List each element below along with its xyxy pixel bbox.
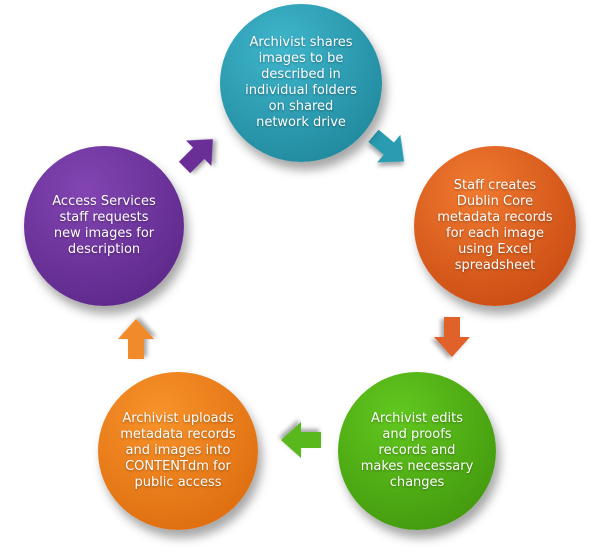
step-request-images: Access Services staff requests new image… <box>24 146 184 306</box>
arrow-request-to-share <box>178 139 213 174</box>
step-edit-records-text: Archivist edits and proofs records and m… <box>360 411 474 490</box>
arrow-create-to-edit <box>434 317 470 357</box>
step-upload-records: Archivist uploads metadata records and i… <box>98 372 258 530</box>
step-edit-records: Archivist edits and proofs records and m… <box>338 372 496 530</box>
step-upload-records-text: Archivist uploads metadata records and i… <box>120 411 236 490</box>
arrow-upload-to-request <box>118 319 154 359</box>
step-share-images: Archivist shares images to be described … <box>220 4 382 162</box>
step-create-records-text: Staff creates Dublin Core metadata recor… <box>437 178 553 273</box>
arrow-share-to-create <box>368 129 405 163</box>
arrow-edit-to-upload <box>281 422 321 458</box>
step-request-images-text: Access Services staff requests new image… <box>52 194 156 257</box>
step-create-records: Staff creates Dublin Core metadata recor… <box>414 146 576 306</box>
step-share-images-text: Archivist shares images to be described … <box>245 35 357 130</box>
